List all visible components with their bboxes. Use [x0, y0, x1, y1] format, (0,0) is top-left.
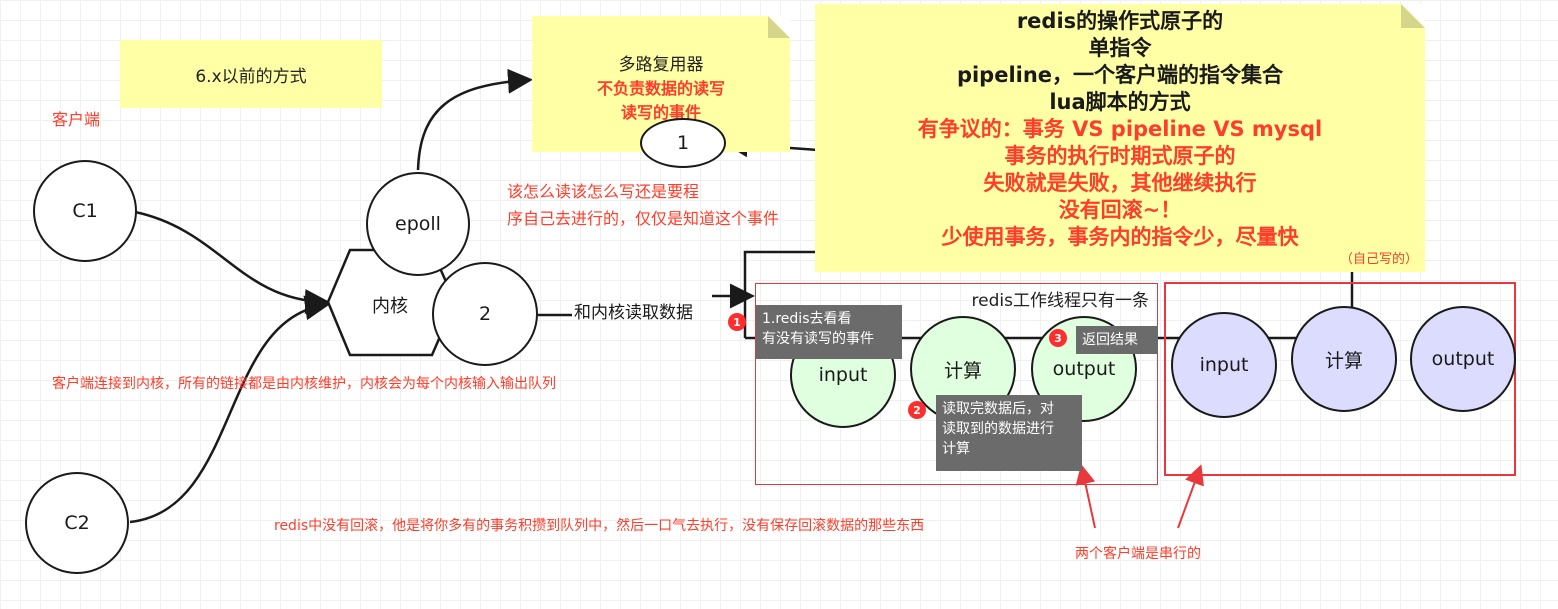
serial-explain: 两个客户端是串行的: [1075, 546, 1201, 562]
tip1-badge: 1: [728, 313, 746, 331]
read-write-explain-2: 序自己去进行的，仅仅是知道这个事件: [507, 209, 780, 228]
client-label: 客户端: [52, 110, 101, 129]
second-client-box: [1164, 282, 1516, 476]
tip2: 读取完数据后，对 读取到的数据进行 计算: [936, 395, 1082, 471]
serial-arrow-2: [1177, 464, 1204, 529]
serial-arrow-1: [1075, 464, 1096, 529]
atomic-line-8: 没有回滚~！: [1058, 198, 1182, 222]
read-write-explain-1: 该怎么读该怎么写还是要程: [507, 182, 700, 201]
multiplexer-line1: 不负责数据的读写: [596, 79, 725, 98]
epoll-node: epoll: [366, 172, 470, 276]
atomic-line-9: 少使用事务，事务内的指令少，尽量快: [941, 225, 1299, 249]
atomic-note: redis的操作式原子的 单指令 pipeline，一个客户端的指令集合 lua…: [815, 4, 1425, 272]
rollback-explain: redis中没有回滚，他是将你多有的事务积攒到队列中，然后一口气去执行，没有保存…: [274, 518, 925, 534]
worker-thread-box: redis工作线程只有一条: [755, 283, 1158, 485]
atomic-line-3: pipeline，一个客户端的指令集合: [956, 63, 1284, 87]
note-fold-icon: [768, 16, 790, 38]
atomic-line-7: 失败就是失败，其他继续执行: [983, 171, 1257, 195]
compute-node-1: 计算: [910, 316, 1016, 422]
output-node-2: output: [1410, 306, 1516, 412]
tip2-line1: 读取完数据后，对: [942, 401, 1054, 417]
version-note-text: 6.x以前的方式: [195, 66, 307, 87]
fd1-node: 1: [640, 118, 726, 168]
version-note: 6.x以前的方式: [120, 40, 382, 108]
atomic-line-6: 事务的执行时期式原子的: [1004, 144, 1236, 168]
worker-bracket-line: [743, 250, 818, 338]
multiplexer-title: 多路复用器: [618, 55, 704, 75]
c1-to-kernel-edge: [134, 210, 330, 315]
atomic-line-5: 有争议的：事务 VS pipeline VS mysql: [917, 117, 1323, 141]
tip1-line1: 1.redis去看看: [762, 311, 852, 327]
kernel-label: 内核: [372, 296, 408, 317]
tip1-line2: 有没有读写的事件: [762, 331, 874, 347]
note-fold-icon: [1401, 4, 1425, 28]
self-written-label: （自己写的）: [1340, 252, 1419, 267]
tip3-badge: 3: [1049, 329, 1067, 347]
read-from-kernel-label: 和内核读取数据: [574, 303, 693, 323]
atomic-line-4: lua脚本的方式: [1049, 90, 1191, 114]
client-c2-node: C2: [25, 472, 129, 574]
atomic-line-2: 单指令: [1088, 36, 1152, 60]
tip2-badge: 2: [908, 401, 926, 419]
client-c1-node: C1: [33, 160, 137, 262]
input-node-2: input: [1171, 312, 1277, 418]
tip1: 1.redis去看看 有没有读写的事件: [756, 305, 902, 359]
atomic-line-1: redis的操作式原子的: [1016, 9, 1224, 33]
tip2-line2: 读取到的数据进行: [942, 421, 1054, 437]
compute-node-2: 计算: [1291, 306, 1397, 412]
epoll-to-multiplexer-edge: [416, 68, 533, 171]
c2-to-kernel-edge: [129, 295, 330, 524]
worker-thread-label: redis工作线程只有一条: [971, 291, 1149, 311]
tip2-line3: 计算: [942, 441, 970, 457]
kernel-explain: 客户端连接到内核，所有的链接都是由内核维护，内核会为每个内核输入输出队列: [52, 376, 556, 392]
fd2-node: 2: [432, 262, 538, 366]
tip3-line1: 返回结果: [1082, 332, 1138, 348]
multiplexer-line2: 读写的事件: [620, 103, 701, 122]
tip3: 返回结果: [1076, 326, 1158, 354]
